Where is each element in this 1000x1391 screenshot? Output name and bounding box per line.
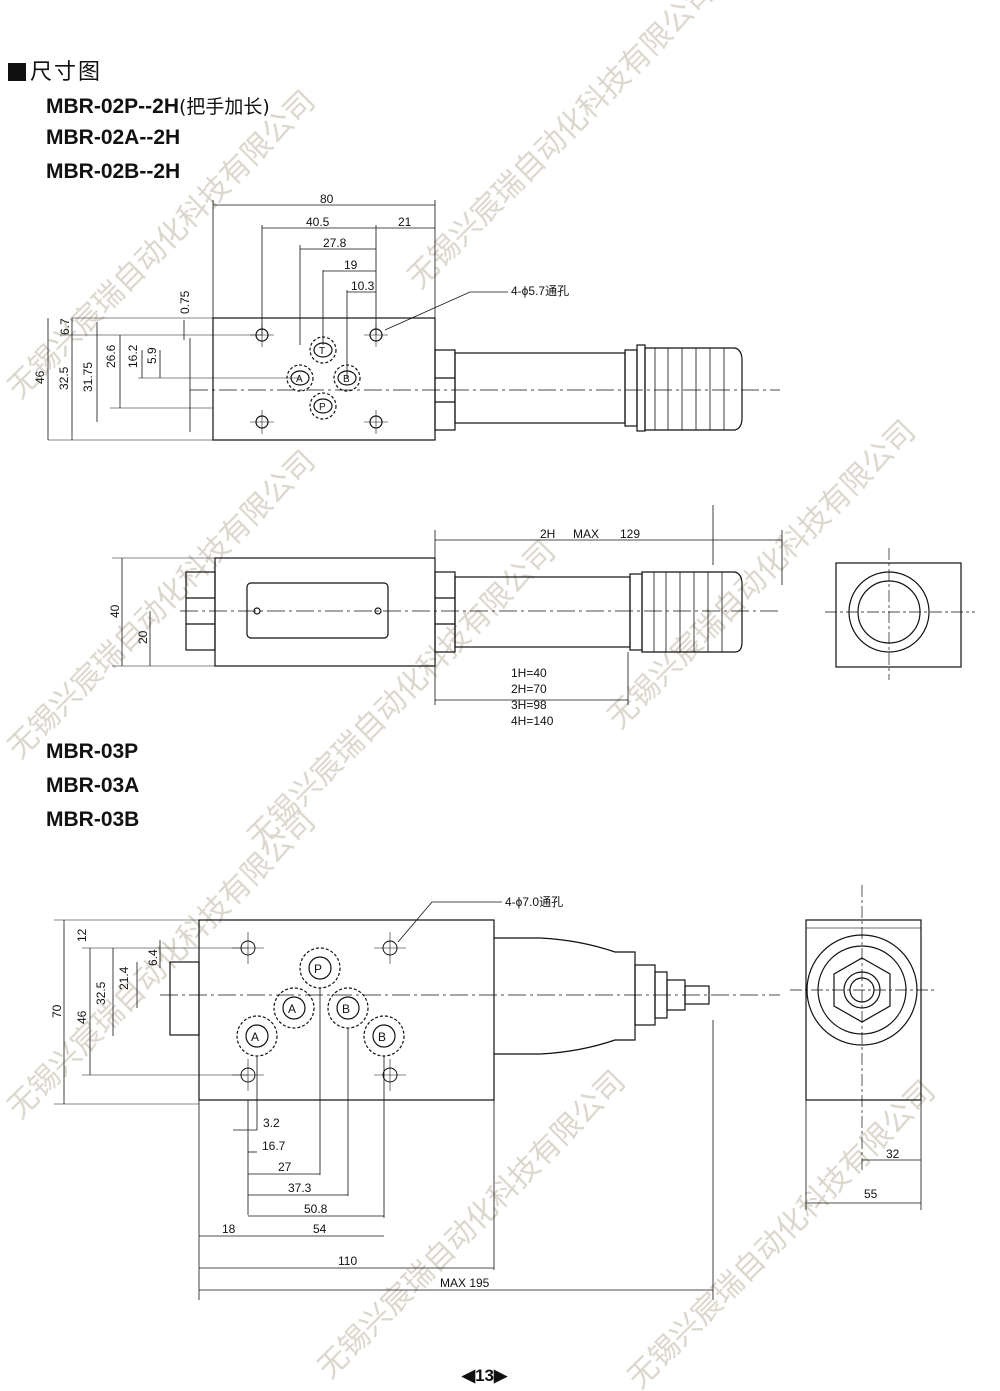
port-b: B	[343, 374, 350, 385]
dim-5-9: 5.9	[145, 347, 159, 364]
dim-129: 129	[620, 527, 640, 541]
dim-54: 54	[313, 1222, 327, 1236]
port-b-03: B	[342, 1002, 350, 1016]
dim-21: 21	[398, 215, 412, 229]
hole-note-bottom: 4-ϕ7.0通孔	[505, 895, 563, 909]
page-number-text: 13	[475, 1366, 494, 1385]
dim-110: 110	[338, 1254, 357, 1268]
dim-20: 20	[136, 630, 150, 644]
section-title-text: 尺寸图	[30, 60, 103, 85]
model-label-3: MBR-02B--2H	[46, 160, 181, 183]
dim-16-7: 16.7	[262, 1139, 286, 1153]
port-p-03: P	[314, 962, 322, 976]
dim-2h: 2H	[540, 527, 555, 541]
port-a-03: A	[288, 1002, 296, 1016]
model-label-1: MBR-02P--2H(把手加长)	[46, 92, 270, 119]
dim-32-end: 32	[886, 1147, 900, 1161]
square-bullet-icon	[8, 63, 26, 81]
dim-27: 27	[278, 1160, 292, 1174]
model-label-6: MBR-03B	[46, 808, 140, 831]
dim-0-75: 0.75	[178, 290, 192, 314]
dim-40-5: 40.5	[306, 215, 330, 229]
dim-19: 19	[344, 258, 358, 272]
dim-21-4: 21.4	[117, 966, 131, 990]
dim-32-5: 32.5	[57, 366, 71, 390]
dim-12: 12	[75, 928, 89, 942]
dim-80: 80	[320, 192, 334, 206]
handle-length-1h: 1H=40	[511, 666, 547, 680]
model-label-5: MBR-03A	[46, 774, 140, 797]
dim-10-3: 10.3	[351, 279, 375, 293]
next-arrow-icon: ▶	[494, 1366, 508, 1385]
port-t: T	[319, 346, 325, 357]
handle-length-4h: 4H=140	[511, 714, 554, 728]
dim-3-2: 3.2	[263, 1116, 280, 1130]
dim-6-4: 6.4	[146, 949, 160, 966]
dim-32-5-b: 32.5	[94, 981, 108, 1005]
handle-length-3h: 3H=98	[511, 698, 547, 712]
dim-46-b: 46	[75, 1010, 89, 1024]
model-name: MBR-02P--2H	[46, 95, 180, 118]
model-label-4: MBR-03P	[46, 740, 139, 763]
dim-40: 40	[108, 604, 122, 618]
handle-length-2h: 2H=70	[511, 682, 547, 696]
dim-55-end: 55	[864, 1187, 878, 1201]
model-label-2: MBR-02A--2H	[46, 126, 181, 149]
hole-note-top: 4-ϕ5.7通孔	[511, 284, 569, 298]
dim-70: 70	[50, 1004, 64, 1018]
model-note: (把手加长)	[179, 96, 270, 118]
port-p: P	[319, 402, 326, 413]
prev-arrow-icon: ◀	[462, 1366, 476, 1385]
section-title: 尺寸图	[8, 54, 102, 86]
dim-50-8: 50.8	[304, 1202, 328, 1216]
dim-18: 18	[222, 1222, 236, 1236]
dim-6-7: 6.7	[58, 318, 72, 335]
dim-26-6: 26.6	[104, 344, 118, 368]
dim-37-3: 37.3	[288, 1181, 312, 1195]
port-a2-03: A	[251, 1030, 259, 1044]
dim-27-8: 27.8	[323, 236, 347, 250]
port-b2-03: B	[378, 1030, 386, 1044]
port-a: A	[296, 374, 303, 385]
dim-46: 46	[33, 370, 47, 384]
dim-max-195: MAX 195	[440, 1276, 490, 1290]
dim-max: MAX	[573, 527, 599, 541]
dim-31-75: 31.75	[81, 362, 95, 392]
page-number: ◀13▶	[462, 1366, 507, 1386]
dim-16-2: 16.2	[126, 344, 140, 368]
